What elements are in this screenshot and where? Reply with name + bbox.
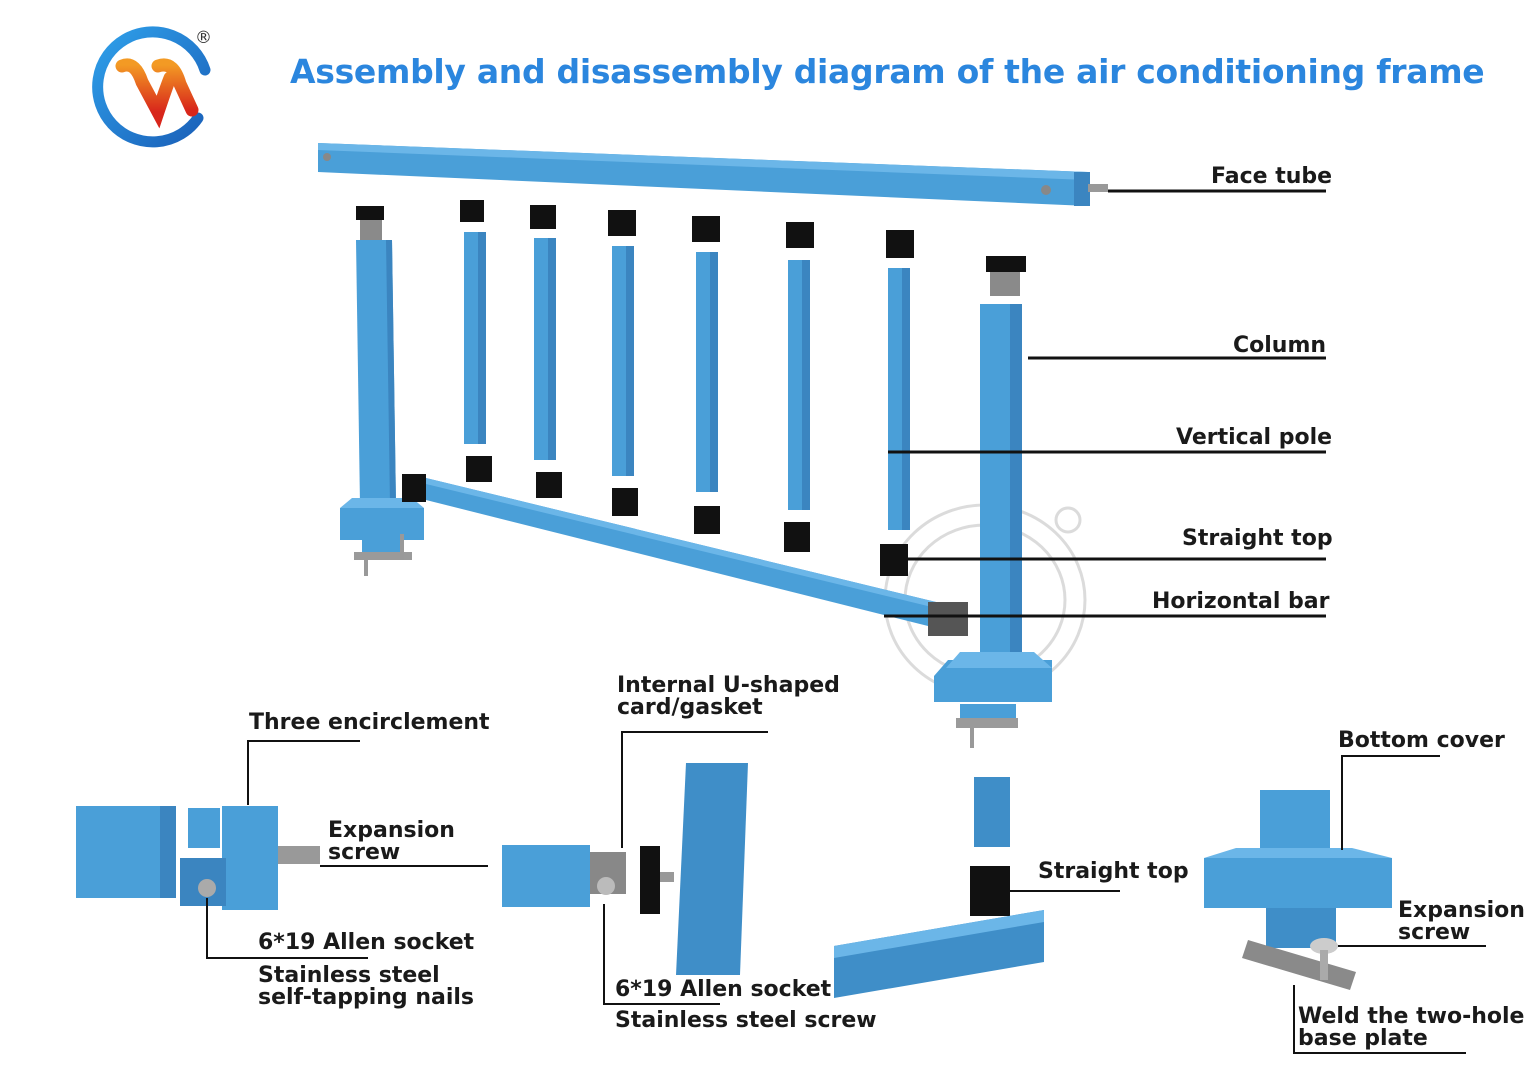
vertical-pole [608, 210, 638, 516]
label-allen-socket-left: 6*19 Allen socket [258, 930, 475, 955]
vertical-pole [460, 200, 492, 482]
straight-top-icon [970, 866, 1010, 916]
label-column: Column [1233, 333, 1327, 358]
connector-icon [402, 474, 426, 502]
logo-ribbon-right-icon [151, 58, 199, 117]
logo-ring-icon [92, 26, 211, 148]
detail-base [1204, 790, 1392, 990]
vertical-pole [784, 222, 814, 552]
label-expansion-screw-1: Expansion [328, 818, 455, 843]
horizontal-bar-part [426, 478, 968, 636]
label-base-plate-1: Weld the two-hole [1298, 1004, 1525, 1029]
logo-ribbon-left-icon [115, 58, 177, 129]
label-horizontal-bar: Horizontal bar [1152, 589, 1330, 614]
label-straight-top-detail: Straight top [1038, 859, 1189, 884]
left-column-part [340, 206, 426, 576]
vertical-pole [692, 216, 720, 534]
label-allen-socket-middle: 6*19 Allen socket [615, 977, 832, 1002]
vertical-poles [460, 200, 914, 576]
registered-mark: ® [195, 28, 212, 48]
gasket-icon [640, 846, 660, 914]
detail-straight-top [834, 777, 1044, 998]
vertical-pole [530, 205, 562, 498]
label-base-plate-2: base plate [1298, 1026, 1428, 1051]
label-u-card-1: Internal U-shaped [617, 673, 840, 698]
detail-u-card [502, 763, 748, 975]
label-steel-screw: Stainless steel screw [615, 1008, 877, 1033]
allen-socket-icon [597, 877, 615, 895]
expansion-screw-icon [1310, 938, 1338, 954]
label-face-tube: Face tube [1211, 164, 1333, 189]
column-cap-icon [986, 256, 1026, 272]
connector-icon [928, 602, 968, 636]
label-nails-1: Stainless steel [258, 963, 440, 988]
label-straight-top: Straight top [1182, 526, 1333, 551]
label-expansion-screw-2: screw [328, 840, 401, 865]
label-base-expansion-2: screw [1398, 920, 1471, 945]
vertical-pole [880, 230, 914, 576]
expansion-screw-icon [278, 846, 320, 864]
label-bottom-cover: Bottom cover [1338, 728, 1505, 753]
brand-logo [92, 26, 211, 148]
right-column-part [934, 256, 1052, 748]
page-title: Assembly and disassembly diagram of the … [290, 52, 1485, 91]
label-nails-2: self-tapping nails [258, 985, 475, 1010]
face-tube-part [318, 143, 1108, 206]
detail-three-encirclement [76, 806, 320, 910]
face-tube-screw-icon [1088, 184, 1108, 192]
label-three-encirclement: Three encirclement [249, 710, 490, 735]
column-cap-icon [356, 206, 384, 220]
label-base-expansion-1: Expansion [1398, 898, 1525, 923]
screw-head-icon [198, 879, 216, 897]
label-vertical-pole: Vertical pole [1176, 425, 1333, 450]
leader-lines [884, 189, 1326, 618]
detail-leader-lines [206, 731, 1486, 1054]
label-u-card-2: card/gasket [617, 695, 763, 720]
